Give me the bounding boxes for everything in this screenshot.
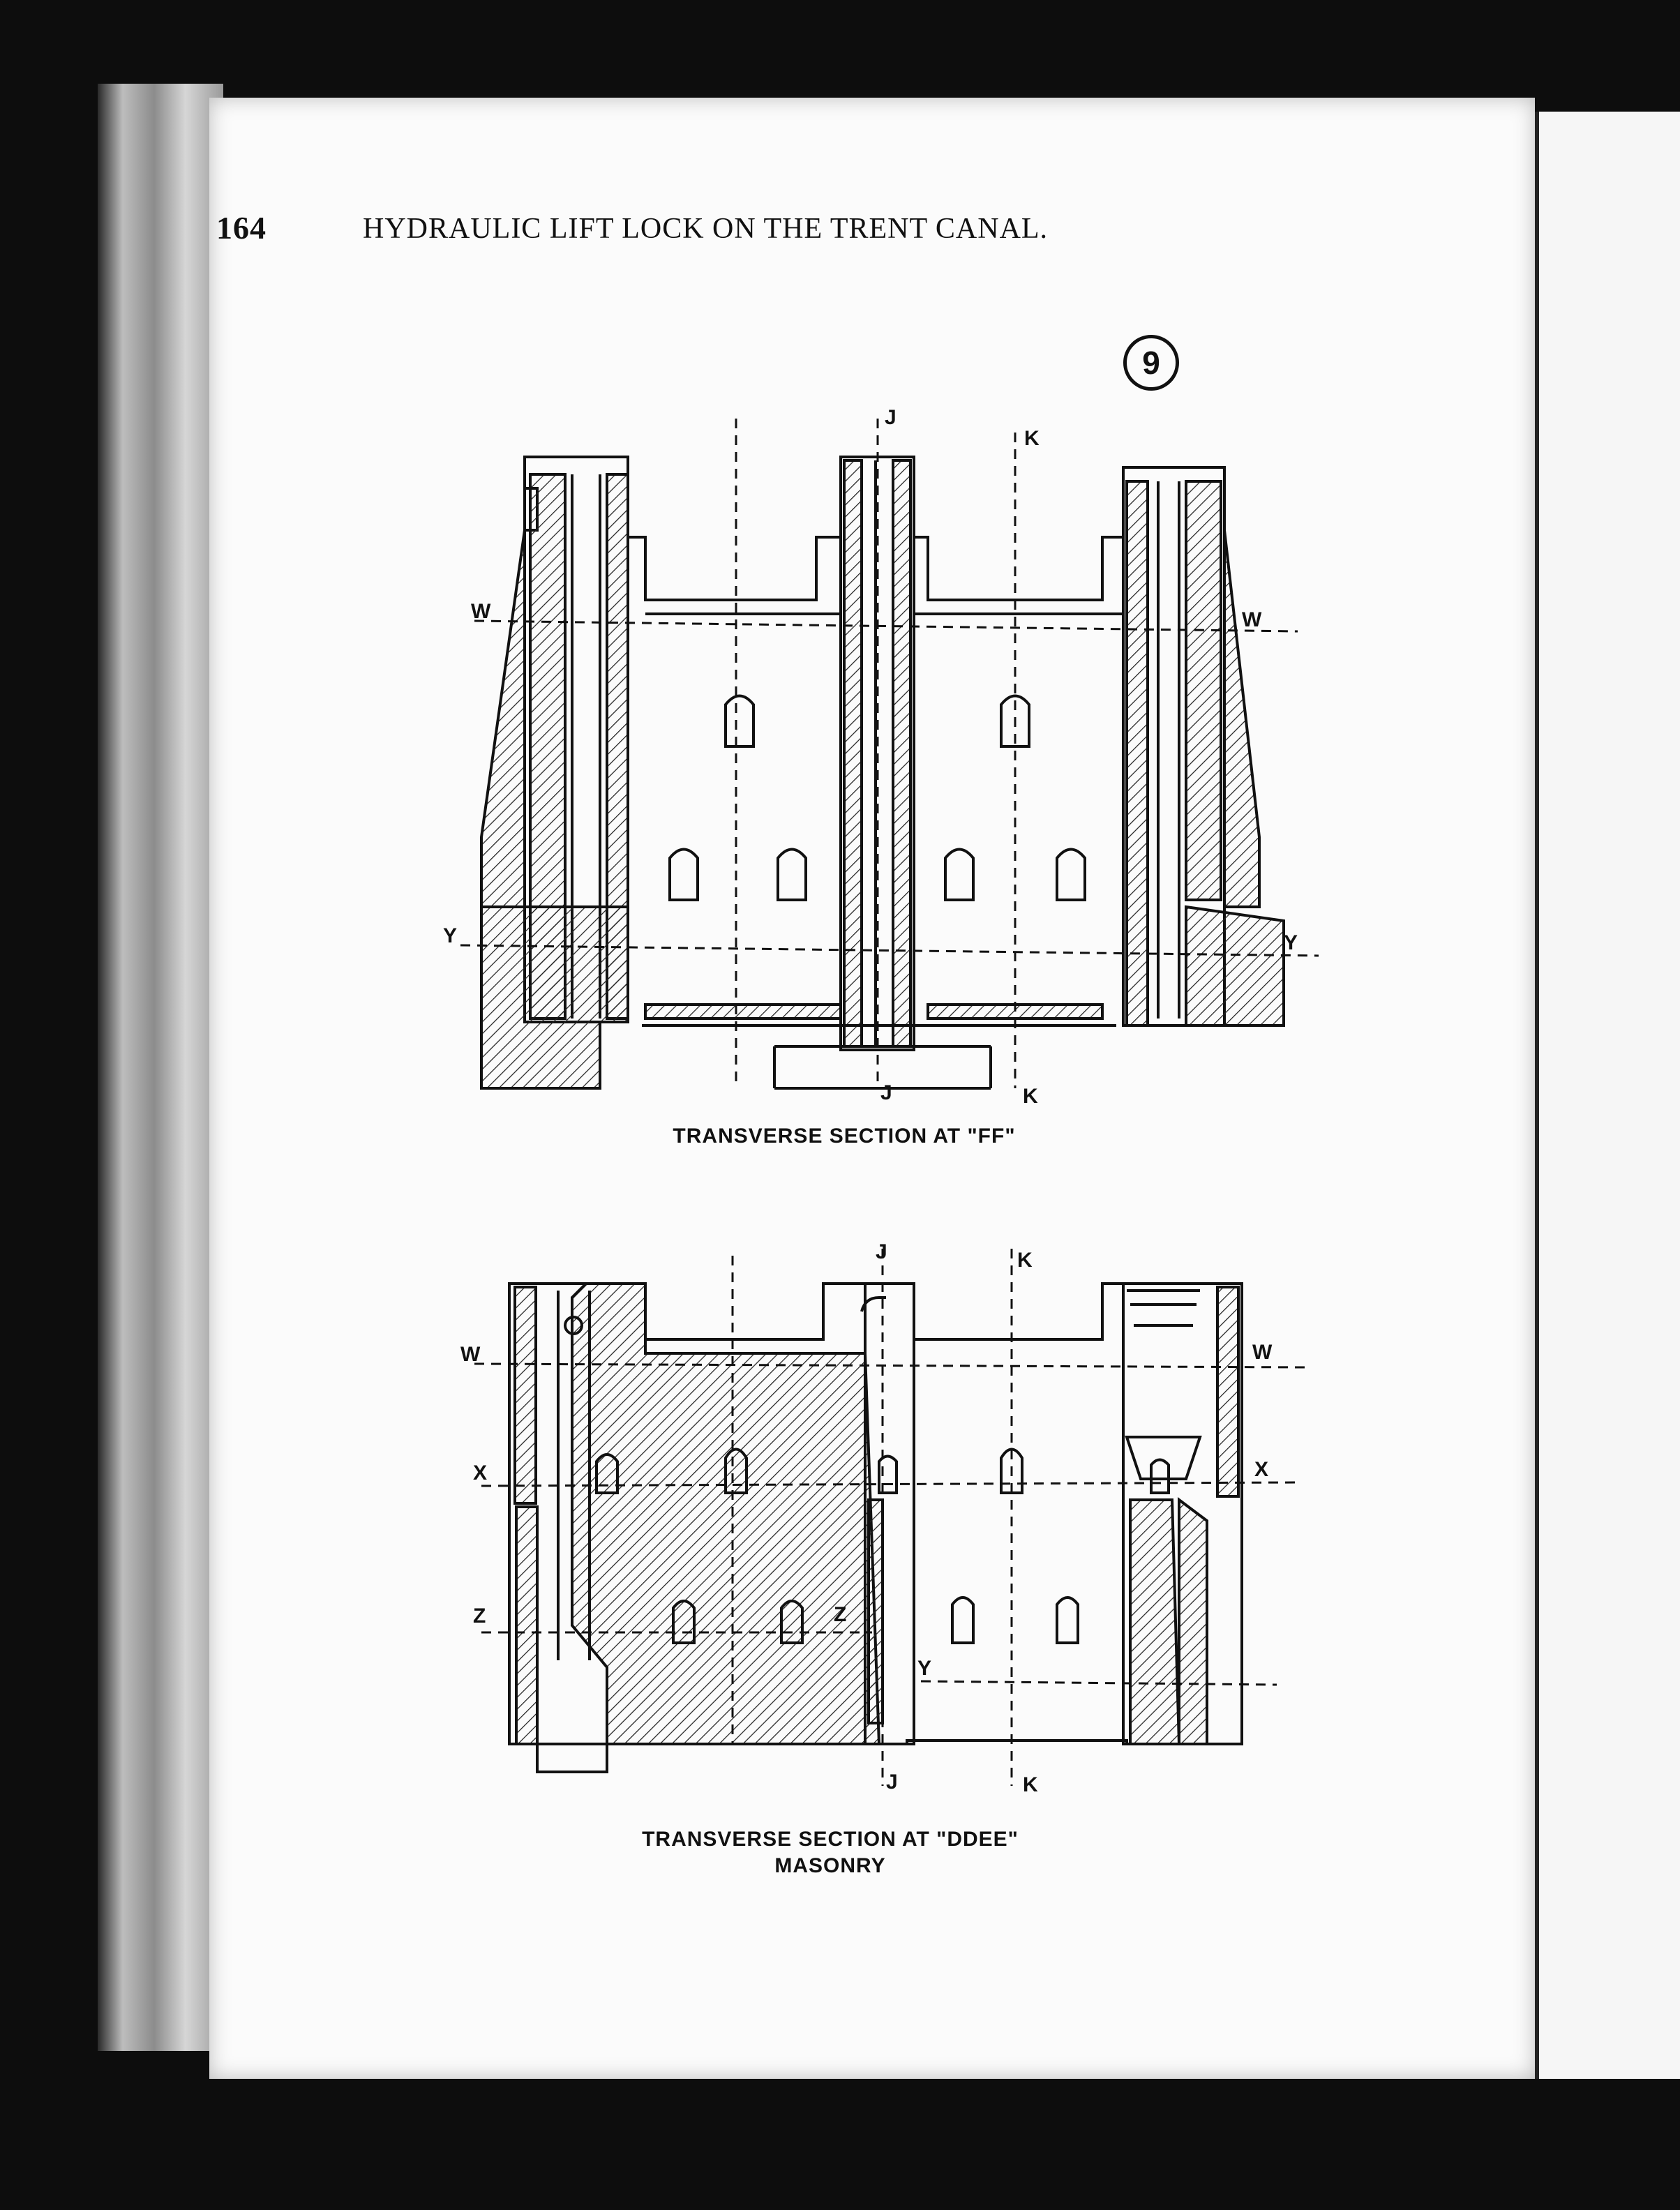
section-ff-drawing [460,419,1319,1090]
ddee-label-x-right: X [1254,1458,1269,1481]
ff-label-k-top: K [1024,427,1040,450]
ff-label-j-bottom: J [880,1081,892,1104]
ddee-label-j-bottom: J [886,1771,898,1794]
ff-label-w-left: W [471,600,491,623]
ddee-label-j-top: J [876,1240,887,1263]
ddee-label-x-left: X [473,1461,488,1484]
book-edge [98,84,223,2051]
ddee-label-w-right: W [1252,1341,1273,1364]
section-ddee-drawing [474,1249,1305,1786]
ff-label-y-right: Y [1284,931,1298,954]
ff-label-j-top: J [885,406,897,429]
ff-label-y-left: Y [443,924,458,947]
ff-label-k-bottom: K [1023,1085,1038,1108]
ddee-label-y: Y [917,1657,932,1680]
caption-section-ddee: TRANSVERSE SECTION AT "DDEE" MASONRY [614,1828,1047,1878]
caption-ddee-subtitle: MASONRY [774,1854,886,1877]
page-number: 164 [216,210,267,246]
ddee-label-k-top: K [1017,1249,1033,1272]
running-title: HYDRAULIC LIFT LOCK ON THE TRENT CANAL. [363,213,1049,245]
facing-page-edge [1535,112,1680,2079]
ddee-label-z-center: Z [834,1603,847,1626]
figure-number-badge: 9 [1123,335,1179,391]
caption-ddee-title: TRANSVERSE SECTION AT "DDEE" [642,1828,1019,1851]
ddee-label-k-bottom: K [1023,1773,1038,1796]
ddee-label-z-left: Z [473,1604,486,1628]
ff-label-w-right: W [1242,608,1262,631]
caption-section-ff: TRANSVERSE SECTION AT "FF" [673,1125,1016,1148]
ddee-label-w-left: W [460,1343,481,1366]
page-header: 164 HYDRAULIC LIFT LOCK ON THE TRENT CAN… [216,209,1263,265]
